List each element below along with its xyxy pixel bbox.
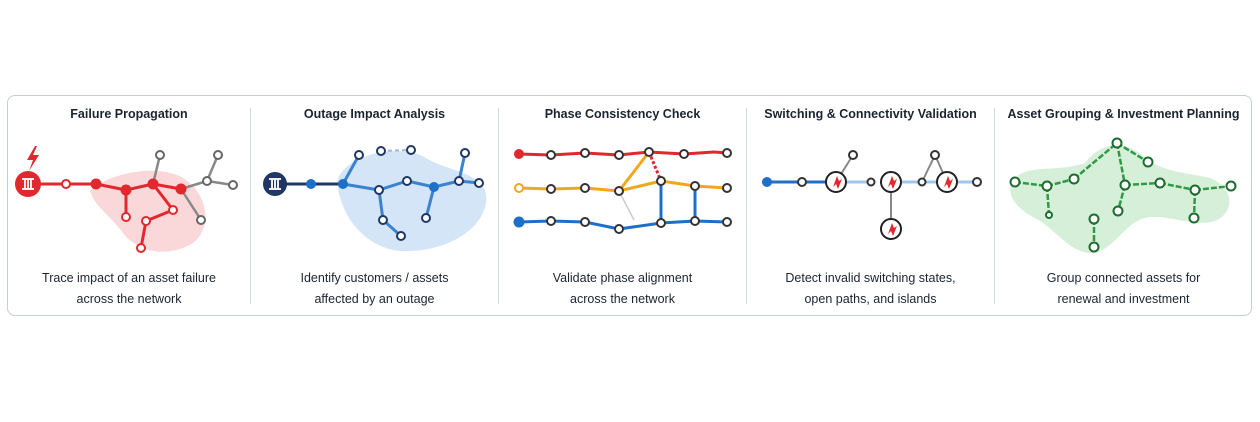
- use-cases-frame: [7, 95, 1252, 316]
- switch-nodes: [306, 179, 439, 192]
- panel-caption: Trace impact of an asset failure across …: [42, 271, 216, 306]
- panel-caption: Detect invalid switching states, open pa…: [785, 271, 956, 306]
- panel-asset-grouping: Asset Grouping & Investment Planning Gro…: [995, 95, 1252, 316]
- panel-switching-validation: Switching & Connectivity Validation: [747, 95, 994, 316]
- substation-icon: [269, 178, 281, 190]
- unaffected-nodes: [155, 150, 238, 225]
- affected-nodes: [354, 145, 484, 241]
- asset-grouping-graph: [1009, 137, 1237, 254]
- substation-icon: [22, 178, 34, 190]
- panel-title: Failure Propagation: [70, 107, 188, 121]
- panel-phase-consistency: Phase Consistency Check: [499, 95, 746, 316]
- panel-title: Switching & Connectivity Validation: [764, 107, 977, 121]
- panel-divider: [250, 108, 251, 304]
- switch-warning-icon: [825, 171, 847, 193]
- panel-divider: [994, 108, 995, 304]
- panel-title: Asset Grouping & Investment Planning: [1007, 107, 1240, 121]
- panel-caption: Identify customers / assets affected by …: [300, 271, 449, 306]
- switch-warning-icon: [880, 218, 902, 240]
- phase-b-nodes: [514, 176, 732, 196]
- asset-nodes: [1009, 137, 1237, 253]
- panel-failure-propagation: Failure Propagation: [8, 95, 250, 316]
- source-node: [762, 177, 772, 187]
- switch-warning-icon: [880, 171, 902, 193]
- outage-zone: [337, 151, 487, 252]
- panel-caption: Validate phase alignment across the netw…: [552, 271, 693, 306]
- failure-propagation-graph: [15, 146, 238, 253]
- panel-divider: [498, 108, 499, 304]
- dashed-link: [380, 149, 412, 152]
- phase-a-line: [518, 150, 728, 182]
- phase-a-nodes: [514, 147, 732, 160]
- panel-caption: Group connected assets for renewal and i…: [1046, 271, 1201, 306]
- affected-nodes: [61, 179, 178, 253]
- switching-validation-graph: [762, 150, 982, 240]
- network-nodes: [797, 150, 982, 187]
- lightning-bolt-icon: [27, 146, 39, 171]
- asset-group-zone: [1010, 145, 1230, 254]
- phase-consistency-graph: [513, 147, 732, 234]
- outage-impact-graph: [263, 145, 487, 252]
- panel-divider: [746, 108, 747, 304]
- panel-title: Phase Consistency Check: [544, 107, 701, 121]
- panel-title: Outage Impact Analysis: [303, 107, 446, 121]
- failed-nodes: [90, 178, 187, 196]
- switch-warning-icon: [936, 171, 958, 193]
- panel-outage-impact: Outage Impact Analysis: [251, 95, 498, 316]
- phase-c-nodes: [513, 216, 732, 234]
